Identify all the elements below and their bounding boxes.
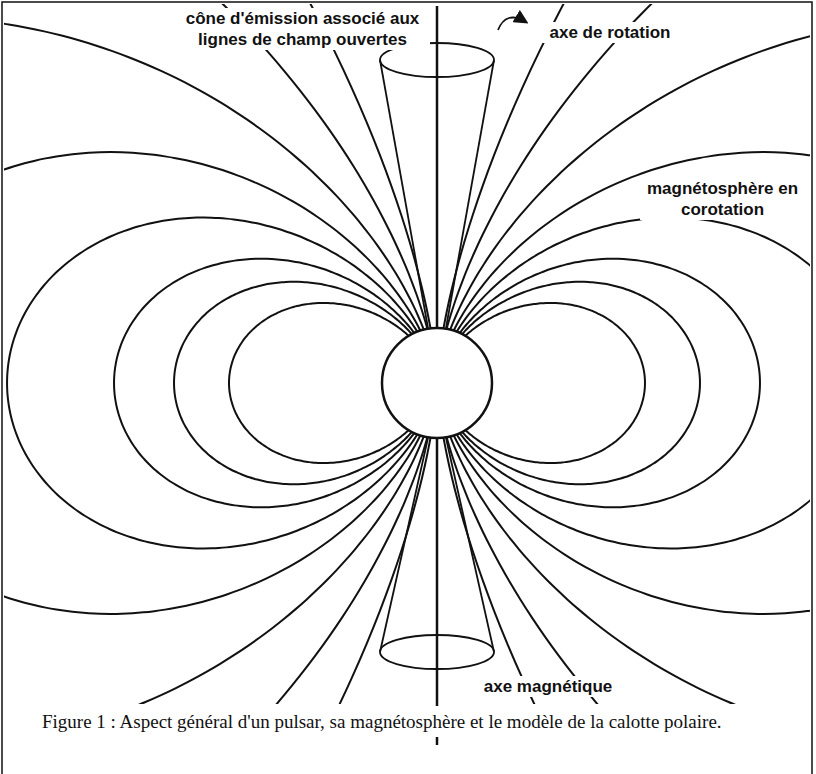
emission-cones xyxy=(380,43,494,669)
field-line xyxy=(7,218,417,549)
rotation-arrow xyxy=(498,18,526,31)
field-line xyxy=(457,218,810,549)
field-line xyxy=(460,259,760,508)
magnetosphere-label: magnétosphère en corotation xyxy=(640,178,805,220)
field-line xyxy=(4,4,431,704)
field-lines xyxy=(4,4,810,704)
field-line xyxy=(450,17,810,704)
field-line xyxy=(114,259,414,508)
field-line xyxy=(454,152,810,614)
field-line xyxy=(443,4,810,704)
neutron-star xyxy=(382,328,492,438)
field-line xyxy=(174,282,412,484)
figure-caption: Figure 1 : Aspect général d'un pulsar, s… xyxy=(6,706,806,737)
field-line xyxy=(447,4,810,704)
rotation-axis-label: axe de rotation xyxy=(535,22,685,43)
magnetic-axis-label: axe magnétique xyxy=(468,676,628,697)
field-line xyxy=(4,4,427,704)
emission-cone-label: cône d'émission associé aux lignes de ch… xyxy=(175,8,430,50)
field-line xyxy=(462,282,700,484)
field-line xyxy=(4,17,424,704)
